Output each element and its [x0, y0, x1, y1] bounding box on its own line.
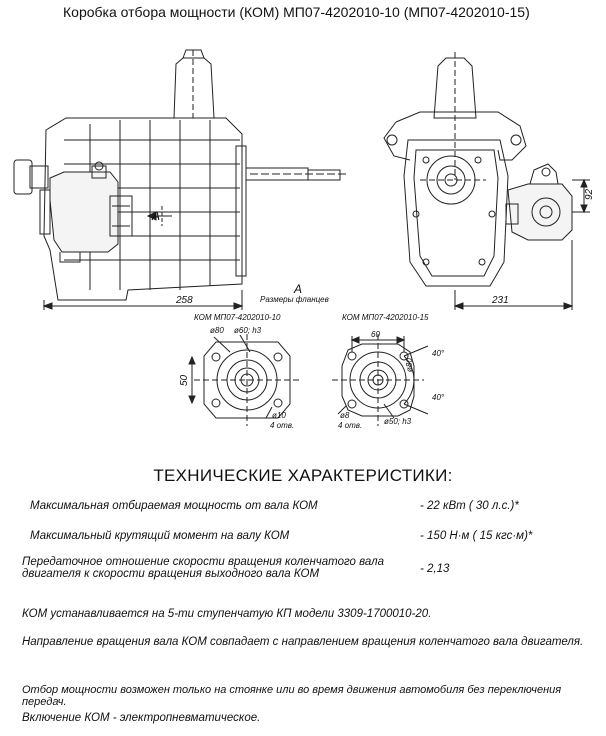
view-arrow-label: A [151, 209, 160, 223]
flange-left-height: 50 [179, 374, 190, 386]
flange-right-model: КОМ МП07-4202010-15 [342, 313, 429, 322]
flange-left-holes-n: 4 отв. [270, 421, 294, 430]
spec-value-ratio: - 2,13 [420, 563, 450, 575]
note-operation: Отбор мощности возможен только на стоянк… [22, 684, 562, 708]
dim-height: 92 [584, 188, 595, 200]
note-rotation: Направление вращения вала КОМ совпадает … [22, 636, 584, 648]
spec-value-power: - 22 кВт ( 30 л.с.)* [420, 500, 519, 512]
gearbox-side-view [13, 49, 346, 310]
spec-value-torque: - 150 Н·м ( 15 кгс·м)* [420, 530, 533, 542]
dim-right: 231 [491, 295, 509, 306]
spec-label-torque: Максимальный крутящий момент на валу КОМ [30, 530, 290, 542]
flange-left-d-outer: ø80 [210, 326, 224, 335]
flange-left [188, 334, 300, 426]
dim-left: 258 [175, 295, 193, 306]
note-activation: Включение КОМ - электропневматическое. [22, 712, 261, 724]
flange-right-width: 60 [371, 330, 380, 339]
flange-right-d-shaft: ø50; h3 [384, 417, 412, 426]
specs-heading: ТЕХНИЧЕСКИЕ ХАРАКТЕРИСТИКИ: [153, 466, 453, 485]
note-gearbox-model: КОМ устанавливается на 5-ти ступенчатую … [22, 608, 432, 620]
flange-right-holes-d: ø8 [340, 411, 350, 420]
spec-label-power: Максимальная отбираемая мощность от вала… [30, 500, 318, 512]
spec-label-ratio: Передаточное отношение скорости вращения… [22, 556, 385, 568]
view-label: A [293, 282, 302, 296]
flange-left-d-shaft: ø60; h3 [234, 326, 262, 335]
flange-right [332, 334, 429, 426]
gearbox-front-view [383, 52, 590, 310]
technical-drawing: A 258 [13, 49, 595, 430]
flange-right-d-outer: ø80 [405, 358, 414, 372]
flange-caption: Размеры фланцев [260, 295, 329, 304]
flange-right-holes-n: 4 отв. [338, 421, 362, 430]
flange-left-holes-d: ø10 [272, 411, 286, 420]
spec-label-ratio-line2: двигателя к скорости вращения выходного … [22, 568, 320, 580]
flange-right-angle-bottom: 40° [432, 393, 445, 402]
flange-left-model: КОМ МП07-4202010-10 [194, 313, 281, 322]
page-title: Коробка отбора мощности (КОМ) МП07-42020… [63, 4, 530, 20]
flange-right-angle-top: 40° [432, 349, 445, 358]
